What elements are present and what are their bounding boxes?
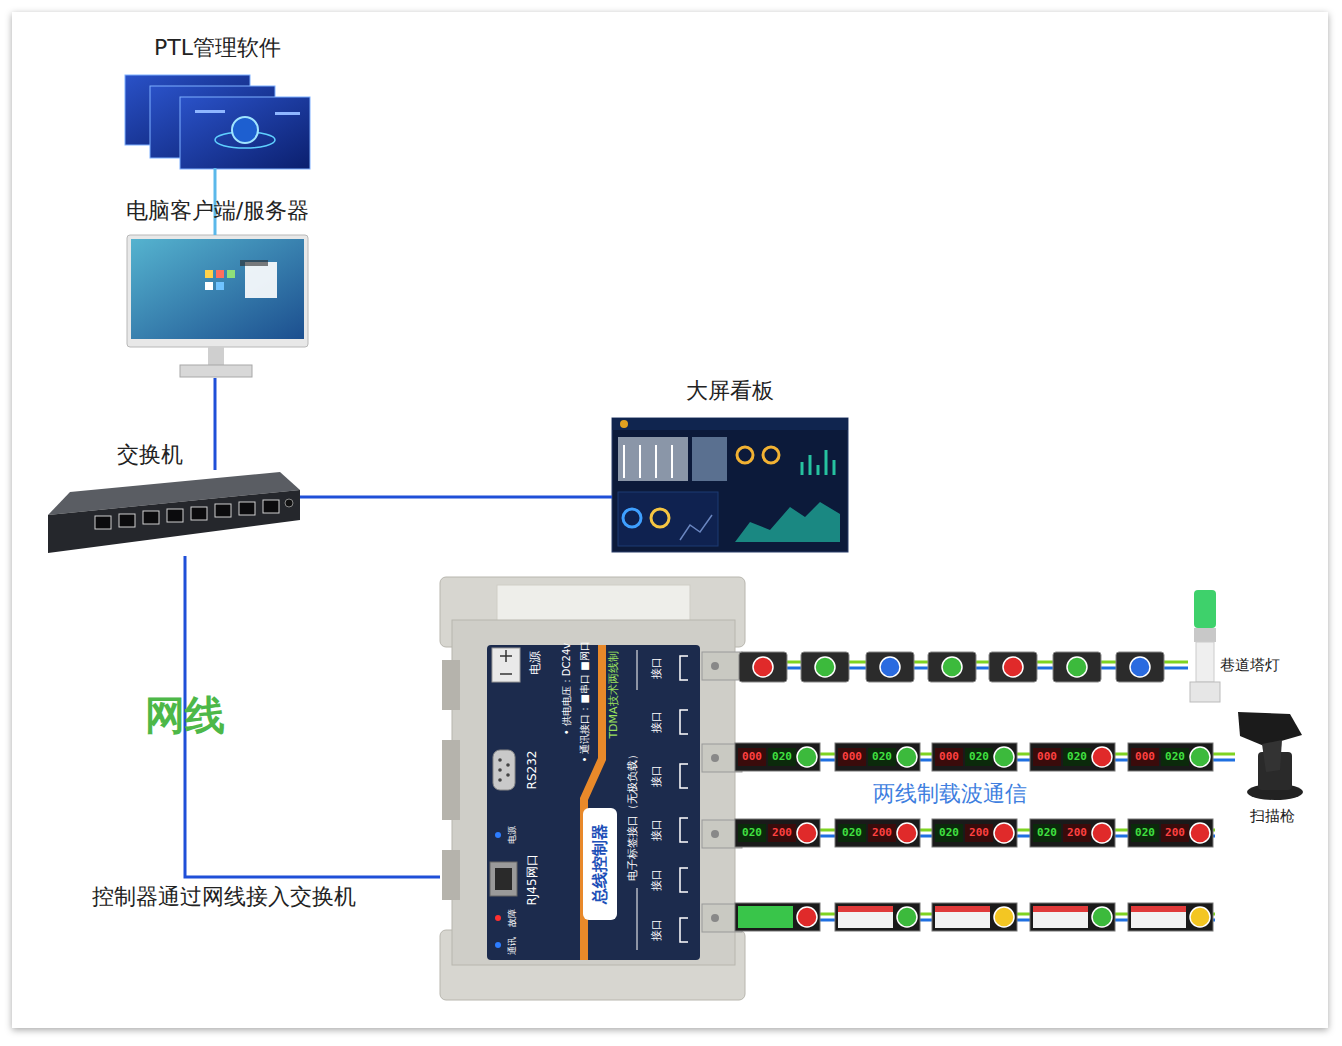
digital-tag-row: [735, 819, 1213, 847]
tag-digits: 200: [1165, 826, 1185, 839]
annotation: 控制器通过网线接入交换机: [92, 884, 356, 910]
screen-tag-row: [735, 903, 1213, 931]
controller-node: 总线控制器 电源 • 供电电压：DC24v • 通讯接口：■串口 ■网口 TDMA技术两…: [440, 577, 745, 1000]
node-text: • 通讯接口：■串口 ■网口: [579, 641, 591, 762]
bus-controller: [440, 577, 745, 1000]
node-text: RS232: [525, 751, 539, 790]
connector: [300, 497, 612, 498]
tag-digits: 020: [1135, 826, 1155, 839]
tag-digits: 020: [872, 750, 892, 763]
node-text: 接口: [650, 919, 663, 941]
network-cable: [300, 496, 612, 499]
node-text: 接口: [650, 869, 663, 891]
tag-digits: 200: [1067, 826, 1087, 839]
node-text: 接口: [650, 711, 663, 733]
dashboard-node: 大屏看板: [612, 418, 848, 552]
network-switch: [48, 472, 300, 553]
network-cable: [214, 378, 217, 470]
tag-digits: 000: [1135, 750, 1155, 763]
tag-digits: 020: [842, 826, 862, 839]
node-text: 交换机: [117, 442, 183, 468]
tag-digits: 020: [1067, 750, 1087, 763]
node-text: • 供电电压：DC24v: [561, 643, 573, 735]
node-text: TDMA技术两线制: [607, 651, 620, 738]
tag-digits: 000: [742, 750, 762, 763]
software-screens: [125, 75, 310, 169]
tag-digits: 020: [969, 750, 989, 763]
barcode-scanner: [1238, 712, 1303, 800]
tower-lamp: [1190, 590, 1220, 702]
button-tag-row: [739, 652, 1164, 682]
node-text: 大屏看板: [612, 378, 848, 404]
tag-digits: 020: [1165, 750, 1185, 763]
computer-node: 电脑客户端/服务器: [127, 235, 308, 378]
node-text: 故障: [507, 909, 518, 927]
edge-label: 网线: [145, 691, 225, 739]
node-text: 扫描枪: [1250, 807, 1295, 825]
node-text: 电脑客户端/服务器: [87, 198, 348, 224]
tag-digits: 200: [772, 826, 792, 839]
node-text: 电源: [528, 651, 542, 675]
tag-digits: 200: [969, 826, 989, 839]
software-node: PTL管理软件: [125, 75, 310, 168]
connector: [215, 378, 216, 470]
node-text: 接口: [650, 819, 663, 841]
switch-node: 交换机: [45, 470, 300, 556]
scanner-node: 扫描枪: [1235, 708, 1305, 800]
node-text: 接口: [650, 657, 663, 679]
tag-digits: 020: [742, 826, 762, 839]
node-text: 巷道塔灯: [1220, 656, 1280, 674]
dashboard-screen: [612, 418, 848, 552]
node-text: 电子标签接口（无极负载）: [626, 749, 639, 881]
tag-digits: 020: [1037, 826, 1057, 839]
tag-digits: 200: [872, 826, 892, 839]
node-text: 总线控制器: [590, 824, 609, 904]
node-text: 电源: [507, 826, 518, 844]
monitor: [127, 235, 308, 377]
node-text: RJ45网口: [525, 854, 539, 905]
tag-digits: 020: [939, 826, 959, 839]
node-text: 通讯: [507, 937, 518, 955]
lamp-node: 巷道塔灯: [1188, 588, 1232, 705]
tag-digits: 020: [772, 750, 792, 763]
digital-tag-row: [735, 743, 1213, 771]
annotation: 两线制载波通信: [873, 781, 1027, 807]
node-text: 接口: [650, 765, 663, 787]
node-text: PTL管理软件: [125, 35, 310, 61]
tag-digits: 000: [1037, 750, 1057, 763]
tag-digits: 000: [939, 750, 959, 763]
tag-digits: 000: [842, 750, 862, 763]
